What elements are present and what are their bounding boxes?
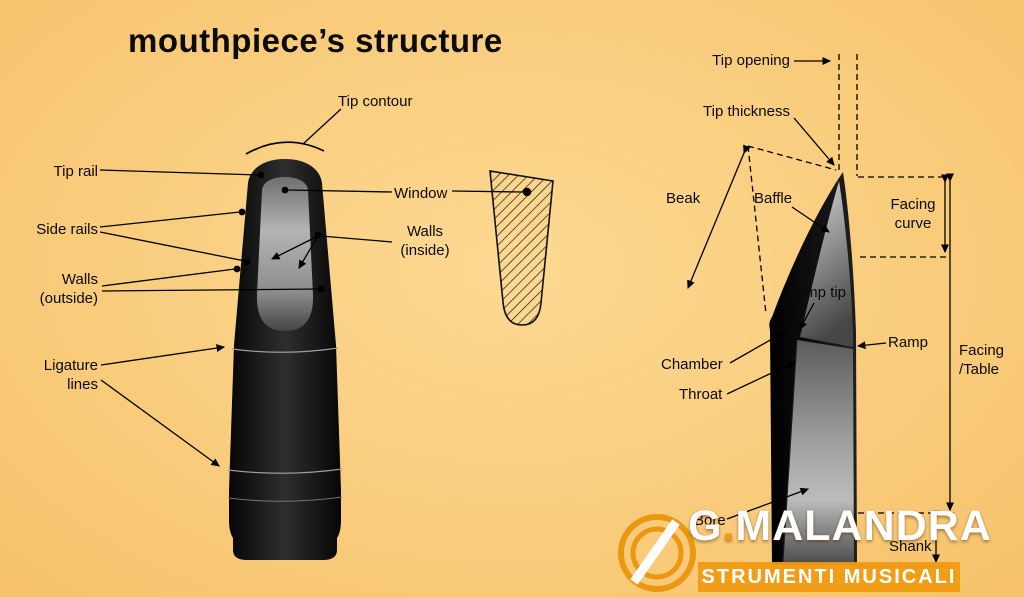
tip-contour-arc [245, 141, 325, 155]
label-walls-inside: Walls (inside) [400, 223, 450, 259]
label-window: Window [394, 185, 448, 202]
label-ligature-lines: Ligature lines [43, 357, 98, 393]
label-throat: Throat [679, 386, 723, 403]
watermark-banner: STRUMENTI MUSICALI [698, 562, 960, 592]
label-shank: Shank [889, 538, 932, 555]
malandra-logo-icon [618, 514, 696, 592]
cross-section-drawing [489, 170, 554, 326]
label-tip-opening: Tip opening [712, 52, 790, 69]
page-title: mouthpiece’s structure [128, 22, 503, 59]
window-dot [522, 187, 532, 197]
label-facing-curve: Facing curve [890, 196, 936, 232]
window-opening [256, 177, 314, 331]
front-view-mouthpiece [227, 141, 343, 560]
label-baffle: Baffle [754, 190, 793, 207]
label-chamber: Chamber [661, 356, 723, 373]
side-view-leaders [687, 57, 954, 564]
label-facing-table: Facing /Table [959, 342, 1005, 378]
label-side-rails: Side rails [36, 221, 98, 238]
label-ramp-tip: Ramp tip [786, 284, 847, 301]
label-tip-rail: Tip rail [53, 163, 98, 180]
label-tip-thickness: Tip thickness [703, 103, 790, 120]
label-ramp: Ramp [888, 334, 929, 351]
label-walls-outside: Walls (outside) [39, 271, 98, 307]
watermark-name-rest: MALANDRA [735, 502, 992, 550]
watermark: G.MALANDRA STRUMENTI MUSICALI [612, 502, 1012, 596]
label-beak: Beak [666, 190, 701, 207]
front-view-leader-dots [233, 171, 325, 293]
label-tip-contour: Tip contour [338, 93, 413, 110]
table-window-surface [783, 340, 854, 562]
watermark-name: G.MALANDRA [688, 502, 992, 551]
watermark-name-dot: . [722, 502, 736, 550]
front-view-leaders [99, 108, 524, 467]
label-bore: Bore [694, 512, 726, 529]
watermark-name-g: G [688, 502, 723, 550]
